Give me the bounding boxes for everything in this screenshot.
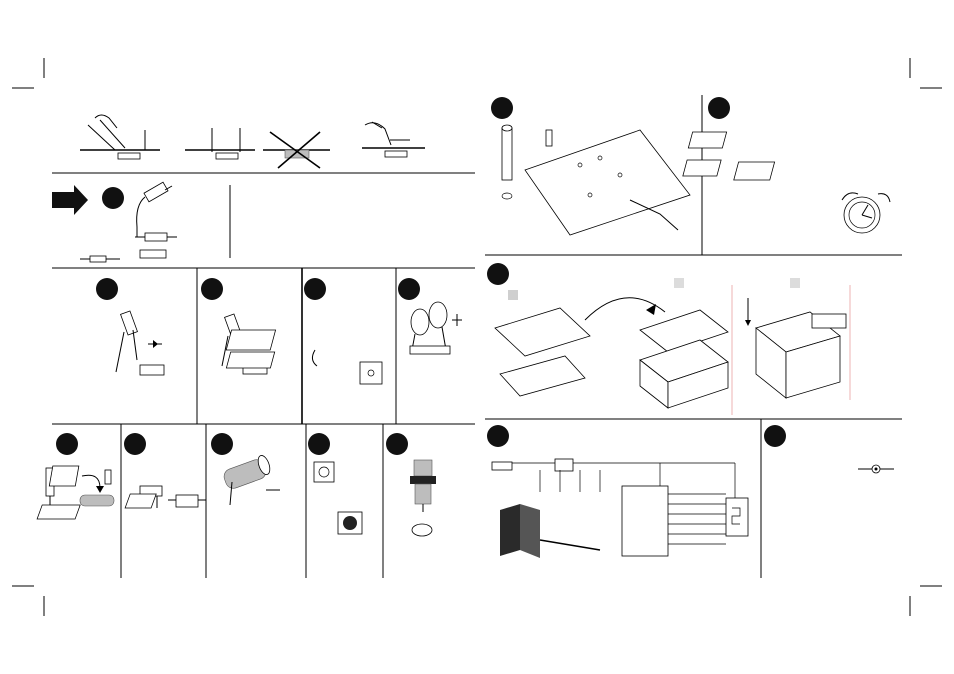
step-badge-voltage-regulator [124, 433, 146, 455]
step-badge-enclosure-assembly [487, 263, 509, 285]
step-badge-electrolytic-capacitor [211, 433, 233, 455]
step-badge-power-connection [764, 425, 786, 447]
soldering-illustrations [80, 115, 425, 168]
step-badge-diode-a [96, 278, 118, 300]
step-badge-crystal [56, 433, 78, 455]
enclosure-assembly-step [495, 278, 846, 408]
resistor-step [52, 182, 230, 262]
ceramic-capacitor-step [410, 302, 462, 354]
step-badge-ic-insertion [708, 97, 730, 119]
ic-socket-step [226, 330, 382, 384]
ic-insertion-step [683, 132, 890, 233]
step-badge-schematic [487, 425, 509, 447]
pcb-pins-step [502, 125, 690, 235]
step-badge-resistor [102, 187, 124, 209]
dc-jack-step [410, 460, 436, 536]
step-badge-push-button [308, 433, 330, 455]
step-badge-dc-jack [386, 433, 408, 455]
schematic-step [492, 459, 748, 558]
step-badge-ic-socket [304, 278, 326, 300]
step-badge-diode-b [201, 278, 223, 300]
step-badge-pcb-pins [491, 97, 513, 119]
step-badge-ceramic-capacitor [398, 278, 420, 300]
power-connection-step [858, 465, 894, 473]
